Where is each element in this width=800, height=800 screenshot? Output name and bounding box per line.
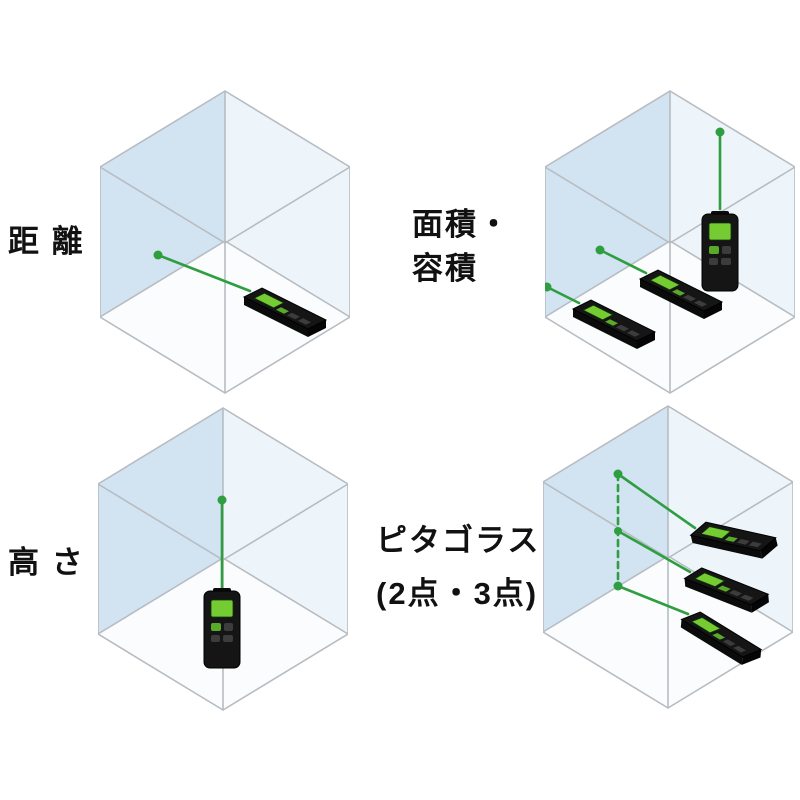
laser-dot [545,282,552,292]
panel-area-volume-label: 面積・ 容積 [412,203,511,291]
laser-line [616,584,690,616]
laser-meter-device [701,210,739,292]
laser-dot [613,469,623,479]
distance-scene [100,90,350,394]
laser-line [616,472,697,530]
room-cube [545,90,795,394]
panel-area-volume-label-line1: 面積・ [412,207,511,242]
panel-height-label: 高 さ [8,545,85,580]
laser-dot [595,245,605,255]
height-scene [98,407,348,711]
laser-dot [614,527,622,535]
room-cube [100,90,350,394]
panel-area-volume-label-line2: 容積 [412,251,478,287]
laser-meter-device [203,587,241,669]
laser-line [156,253,252,293]
area-volume-scene [545,90,795,394]
laser-dot [715,127,725,137]
panel-pythagoras-label-line1: ピタゴラス [376,523,541,558]
panel-distance-label: 距 離 [8,224,85,259]
laser-line [545,285,581,305]
laser-line [616,529,692,574]
laser-dot [153,250,163,260]
laser-dot [217,495,227,505]
laser-dot [613,581,623,591]
pythagoras-scene [543,405,793,709]
laser-line [598,248,648,275]
panel-pythagoras-label-line2: (2点・3点) [376,576,539,612]
panel-pythagoras-label: ピタゴラス (2点・3点) [376,514,540,621]
